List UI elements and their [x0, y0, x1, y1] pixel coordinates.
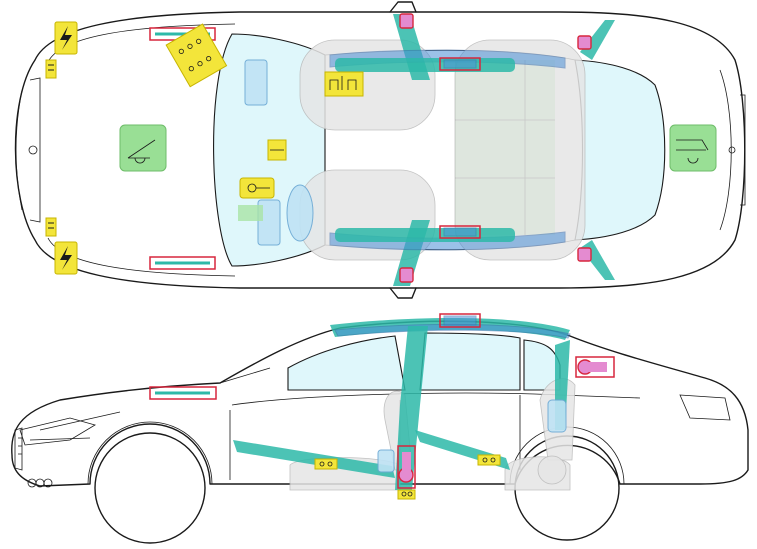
gas-generator-roof-side	[443, 315, 477, 326]
gas-generator-roof-side-box	[439, 313, 481, 328]
rear-bench	[454, 39, 586, 261]
gas-generator-c-side-box	[575, 356, 615, 378]
pedal-area	[238, 205, 263, 221]
b-pillar-side	[395, 326, 428, 490]
rear-emblem-icon	[728, 146, 736, 154]
top-view	[14, 1, 746, 299]
top-body-outline	[14, 11, 746, 289]
hood-release-icon	[119, 124, 167, 172]
belt-pretensioner-icon	[477, 454, 501, 466]
belt-pretensioner-icon	[314, 458, 338, 470]
gas-generator-c-right	[577, 247, 592, 262]
hood-strut-side-box	[149, 386, 217, 400]
gas-generator-roof-right	[443, 227, 477, 237]
airbag-panel-right	[257, 199, 281, 246]
c-pillar-top	[580, 20, 615, 60]
curtain-airbag-side	[334, 323, 571, 339]
front-grille	[14, 427, 53, 488]
gas-generator-roof-left	[443, 59, 477, 69]
side-window-rear	[419, 332, 521, 391]
roof-rail-right	[335, 228, 515, 242]
side-view	[11, 313, 749, 544]
airbag-panel-left	[244, 59, 268, 106]
seat-adjust-icon	[267, 139, 287, 161]
floor-crossmember-front	[233, 440, 395, 478]
side-airbag-front	[377, 449, 395, 473]
gas-generator-b-right	[399, 267, 414, 283]
belt-pretensioner-icon	[397, 489, 416, 500]
high-voltage-icon	[54, 241, 78, 275]
taillight	[679, 394, 731, 421]
control-unit-icon	[45, 59, 57, 79]
roof-rail-left	[335, 58, 515, 72]
battery-icon	[165, 23, 228, 88]
side-window-front	[287, 335, 406, 391]
front-emblem-icon	[28, 145, 38, 155]
gas-generator-roof-right-box	[439, 225, 481, 239]
ignition-key-icon	[239, 177, 275, 199]
gas-generator-b-left	[399, 13, 414, 29]
ecu-icon	[324, 71, 364, 97]
gas-generator-c-left	[577, 35, 592, 50]
trunk-release-icon	[669, 124, 717, 172]
steering-wheel-airbag	[286, 184, 314, 242]
gas-generator-b-side-box	[397, 445, 416, 489]
headlight	[19, 417, 97, 446]
hood-strut-right-box	[149, 256, 216, 270]
gas-generator-roof-left-box	[439, 57, 481, 71]
rear-window	[574, 59, 666, 241]
control-unit-icon	[45, 217, 57, 237]
front-wheel	[94, 432, 206, 544]
side-airbag-rear	[547, 399, 567, 433]
high-voltage-icon	[54, 21, 78, 55]
